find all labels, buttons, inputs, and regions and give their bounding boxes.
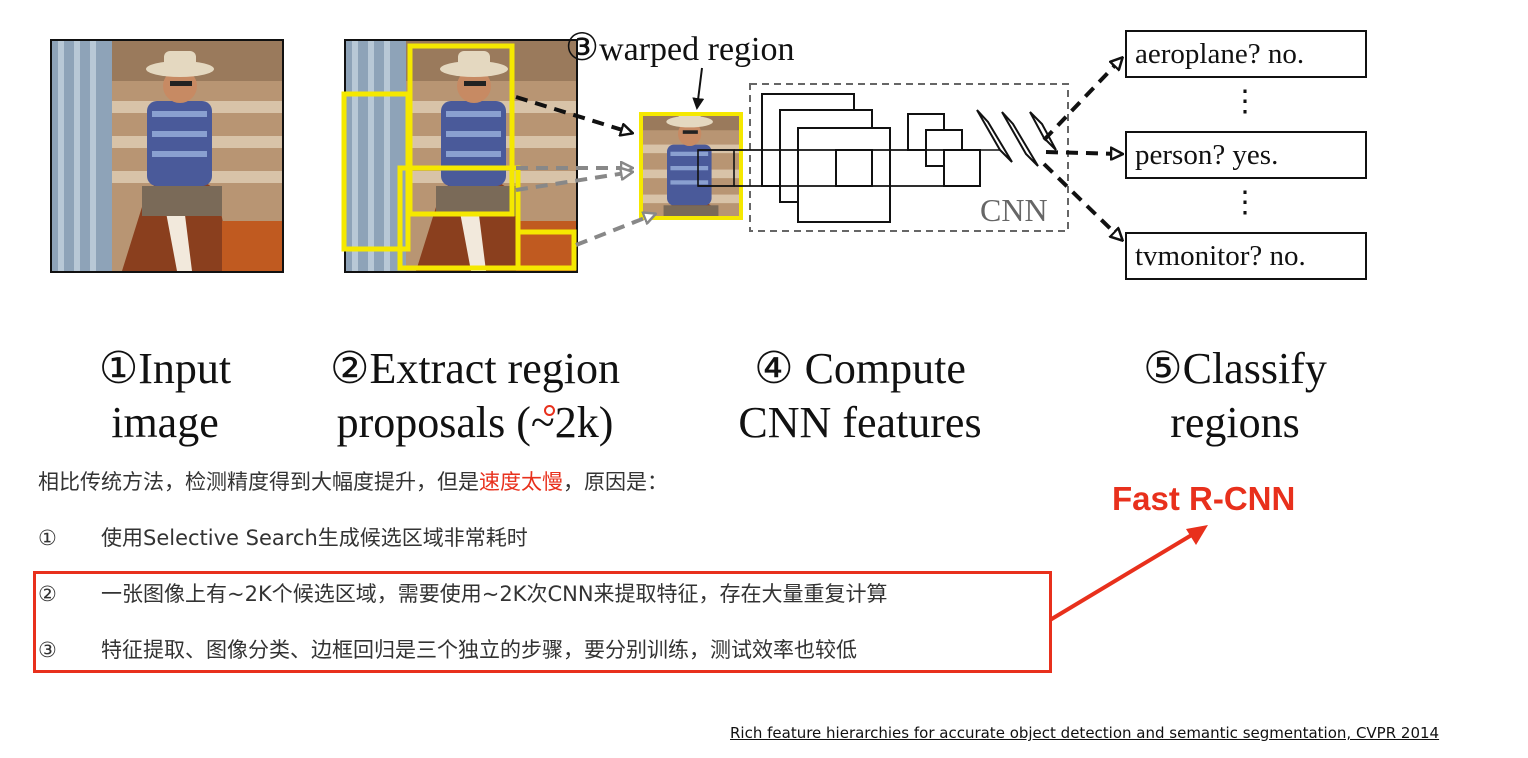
stage4-label: ④ Compute CNN features [738, 344, 982, 447]
reason-2-num: ② [38, 582, 57, 606]
warped-label-arrow [692, 67, 705, 110]
proposal-box-fence [341, 91, 411, 252]
stage5-num: ⑤ [1143, 344, 1183, 393]
arrow-proposal-1 [515, 95, 632, 133]
reason-3-num: ③ [38, 638, 57, 662]
ellipsis-2: ⋮ [1230, 186, 1260, 219]
arrow-to-tvmonitor [1042, 162, 1122, 240]
input-image [50, 39, 284, 273]
fast-rcnn-arrow [1048, 525, 1208, 622]
stage4-num: ④ [754, 344, 794, 393]
proposal-box-horse [397, 165, 521, 271]
paper-reference[interactable]: Rich feature hierarchies for accurate ob… [730, 724, 1440, 742]
stage1-label: ①Input image [98, 344, 232, 447]
stage2-num: ② [330, 344, 370, 393]
intro-highlight: 速度太慢 [479, 470, 563, 494]
cnn-connections [697, 149, 980, 187]
highlight-box [33, 571, 1052, 673]
cursor-dot [544, 405, 555, 416]
warped-region-label: ③warped region [565, 27, 795, 69]
class-box-aeroplane: aeroplane? no. [1125, 30, 1367, 78]
fast-rcnn-label: Fast R-CNN [1112, 480, 1296, 517]
fc-layers [976, 109, 1057, 167]
arrow-to-person [1045, 152, 1122, 154]
stage3-num: ③ [565, 27, 600, 69]
warped-region-image [639, 112, 743, 220]
class-box-person: person? yes. [1125, 131, 1367, 179]
stage5-label: ⑤Classify regions [1143, 344, 1327, 447]
stage1-num: ① [98, 344, 139, 393]
proposal-box-leg [515, 229, 577, 271]
reason-1-num: ① [38, 526, 57, 550]
intro-text: 相比传统方法，检测精度得到大幅度提升，但是速度太慢，原因是： [38, 470, 668, 494]
cnn-container [749, 83, 1069, 232]
stage2-label: ②Extract region proposals (~2k) [330, 344, 620, 447]
cnn-layers [761, 93, 981, 223]
class-box-tvmonitor: tvmonitor? no. [1125, 232, 1367, 280]
arrow-proposal-3 [515, 172, 632, 192]
arrow-to-aeroplane [1042, 58, 1122, 142]
pipeline-diagram [515, 0, 1528, 247]
ellipsis-1: ⋮ [1230, 85, 1260, 118]
proposal-boxes [341, 43, 577, 271]
arrow-proposal-4 [575, 214, 655, 247]
cnn-label: CNN [980, 192, 1048, 228]
